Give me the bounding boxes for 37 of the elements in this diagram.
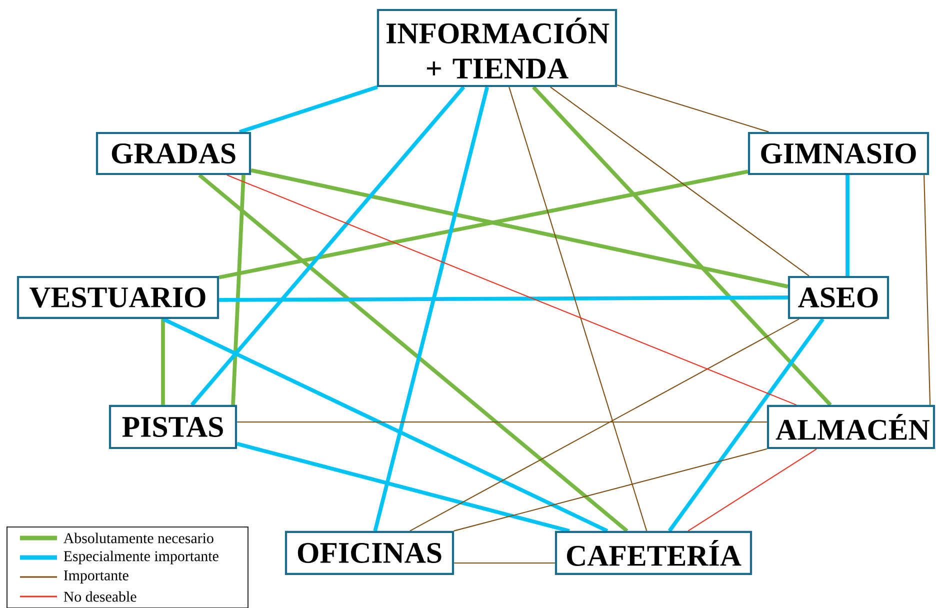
- connector-line: [550, 86, 810, 276]
- connector-line: [454, 562, 555, 564]
- connector-line: [237, 421, 767, 423]
- connector-line: [410, 318, 800, 532]
- connector-line: [238, 85, 378, 134]
- connector-line: [218, 170, 748, 280]
- connector-line: [688, 448, 817, 532]
- connector-line: [668, 318, 824, 532]
- connector-line: [924, 175, 931, 405]
- connector-line: [532, 86, 832, 406]
- room-box: GRADAS: [96, 132, 252, 176]
- connector-line: [236, 442, 570, 533]
- connector-line: [161, 319, 165, 405]
- legend-text: Importante: [64, 570, 128, 584]
- legend-text: Especialmente importante: [64, 550, 218, 564]
- connector-line: [616, 84, 769, 132]
- room-box: VESTUARIO: [16, 276, 220, 320]
- room-box: ALMACÉN: [766, 404, 936, 450]
- connector-line: [219, 296, 788, 302]
- room-box: INFORMACIÓN + TIENDA: [376, 8, 618, 88]
- connector-line: [190, 86, 466, 406]
- connector-line: [198, 174, 628, 532]
- room-box: ASEO: [788, 276, 890, 320]
- room-box: CAFETERÍA: [554, 530, 752, 576]
- connector-line: [162, 317, 608, 533]
- connector-line: [373, 86, 490, 532]
- legend-text: Absolutamente necesario: [64, 532, 214, 544]
- connector-line: [250, 168, 788, 288]
- room-box: PISTAS: [108, 404, 238, 450]
- room-box: GIMNASIO: [748, 132, 930, 176]
- room-box: OFICINAS: [284, 530, 454, 576]
- connector-line: [508, 86, 648, 532]
- connector-line: [846, 175, 850, 276]
- legend-text: No deseable: [64, 591, 136, 602]
- connector-line: [454, 448, 768, 532]
- connector-line: [226, 174, 797, 406]
- connector-line: [231, 174, 246, 406]
